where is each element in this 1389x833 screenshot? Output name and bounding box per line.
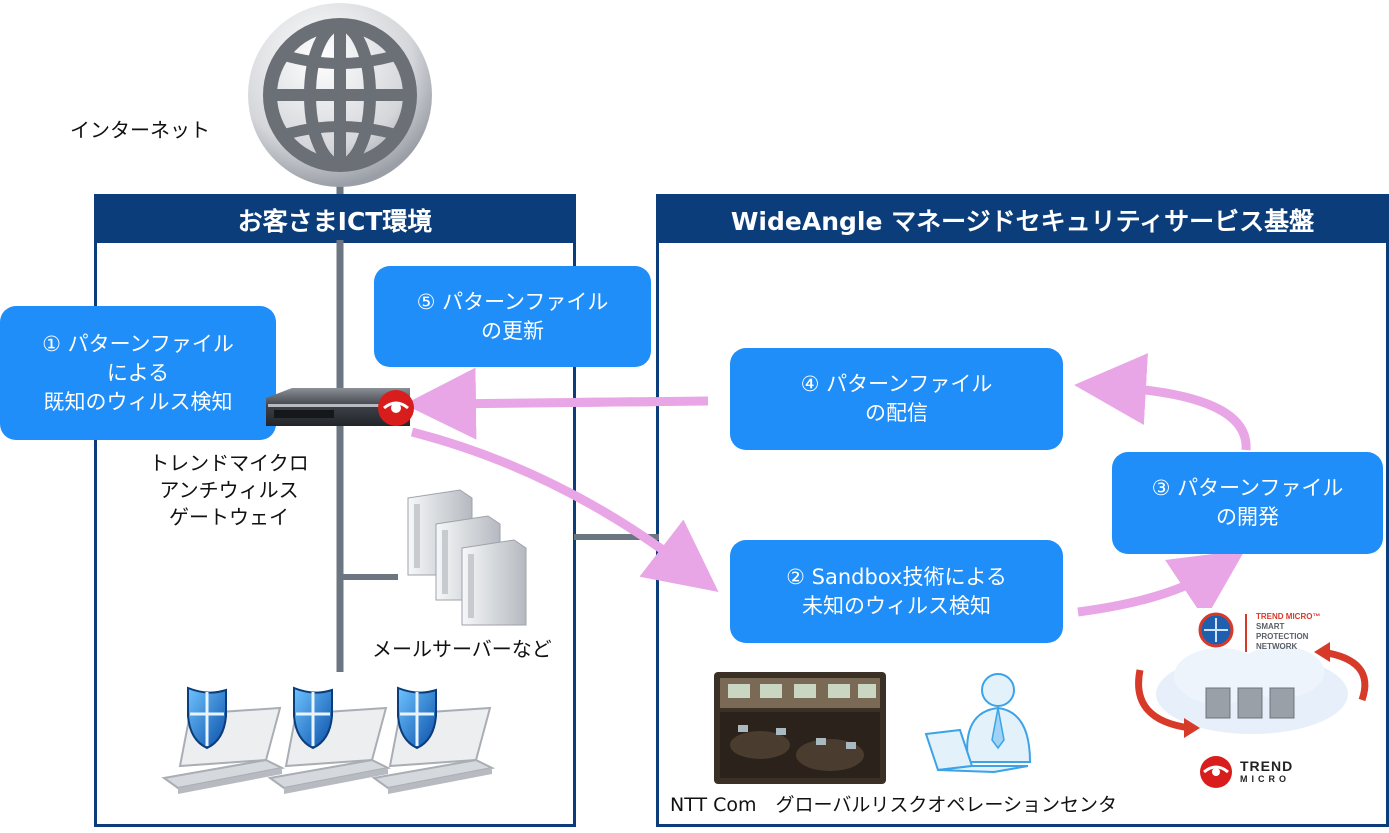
step-5-pattern-update: ⑤ パターンファイル の更新 xyxy=(374,266,651,367)
spn-logo-line-3: PROTECTION xyxy=(1256,632,1309,641)
step-3-pattern-development: ③ パターンファイル の開発 xyxy=(1112,452,1383,554)
spn-logo-line-1: TREND MICRO™ xyxy=(1256,612,1321,621)
internet-label: インターネット xyxy=(70,118,210,142)
step-5-line-2: の更新 xyxy=(481,318,544,343)
step-1-line-2: による xyxy=(106,360,170,385)
gateway-label-line-1: トレンドマイクロ xyxy=(149,451,309,475)
soc-label: NTT Com グローバルリスクオペレーションセンタ xyxy=(670,794,1117,816)
service-panel-title: WideAngle マネージドセキュリティサービス基盤 xyxy=(659,197,1386,243)
step-4-pattern-distribution: ④ パターンファイル の配信 xyxy=(730,348,1063,450)
gateway-label-line-2: アンチウィルス xyxy=(159,478,299,502)
step-1-known-virus-detection: ① パターンファイル による 既知のウィルス検知 xyxy=(0,306,276,440)
customer-panel-title: お客さまICT環境 xyxy=(97,197,573,243)
spn-logo-line-2: SMART xyxy=(1256,622,1285,631)
trend-micro-logo-text: TREND MICRO xyxy=(1240,758,1294,786)
step-2-sandbox-detection: ② Sandbox技術による 未知のウィルス検知 xyxy=(730,540,1063,643)
step-2-line-1: ② Sandbox技術による xyxy=(786,564,1007,589)
step-5-line-1: ⑤ パターンファイル xyxy=(416,289,609,314)
step-3-line-1: ③ パターンファイル xyxy=(1151,476,1344,500)
gateway-label-line-3: ゲートウェイ xyxy=(169,505,289,529)
trend-logo-line-1: TREND xyxy=(1240,758,1294,774)
trend-logo-line-2: MICRO xyxy=(1240,774,1290,784)
step-4-line-2: の配信 xyxy=(865,401,928,425)
spn-logo-text: TREND MICRO™ SMART PROTECTION NETWORK xyxy=(1256,612,1320,652)
step-4-line-1: ④ パターンファイル xyxy=(800,372,993,396)
step-1-line-3: 既知のウィルス検知 xyxy=(43,389,233,414)
step-2-line-2: 未知のウィルス検知 xyxy=(802,593,991,618)
mail-server-label: メールサーバーなど xyxy=(372,637,552,661)
gateway-label: トレンドマイクロ アンチウィルス ゲートウェイ xyxy=(144,450,314,531)
spn-logo-line-4: NETWORK xyxy=(1256,642,1298,651)
step-1-line-1: ① パターンファイル xyxy=(42,331,234,356)
step-3-line-2: の開発 xyxy=(1216,505,1279,529)
